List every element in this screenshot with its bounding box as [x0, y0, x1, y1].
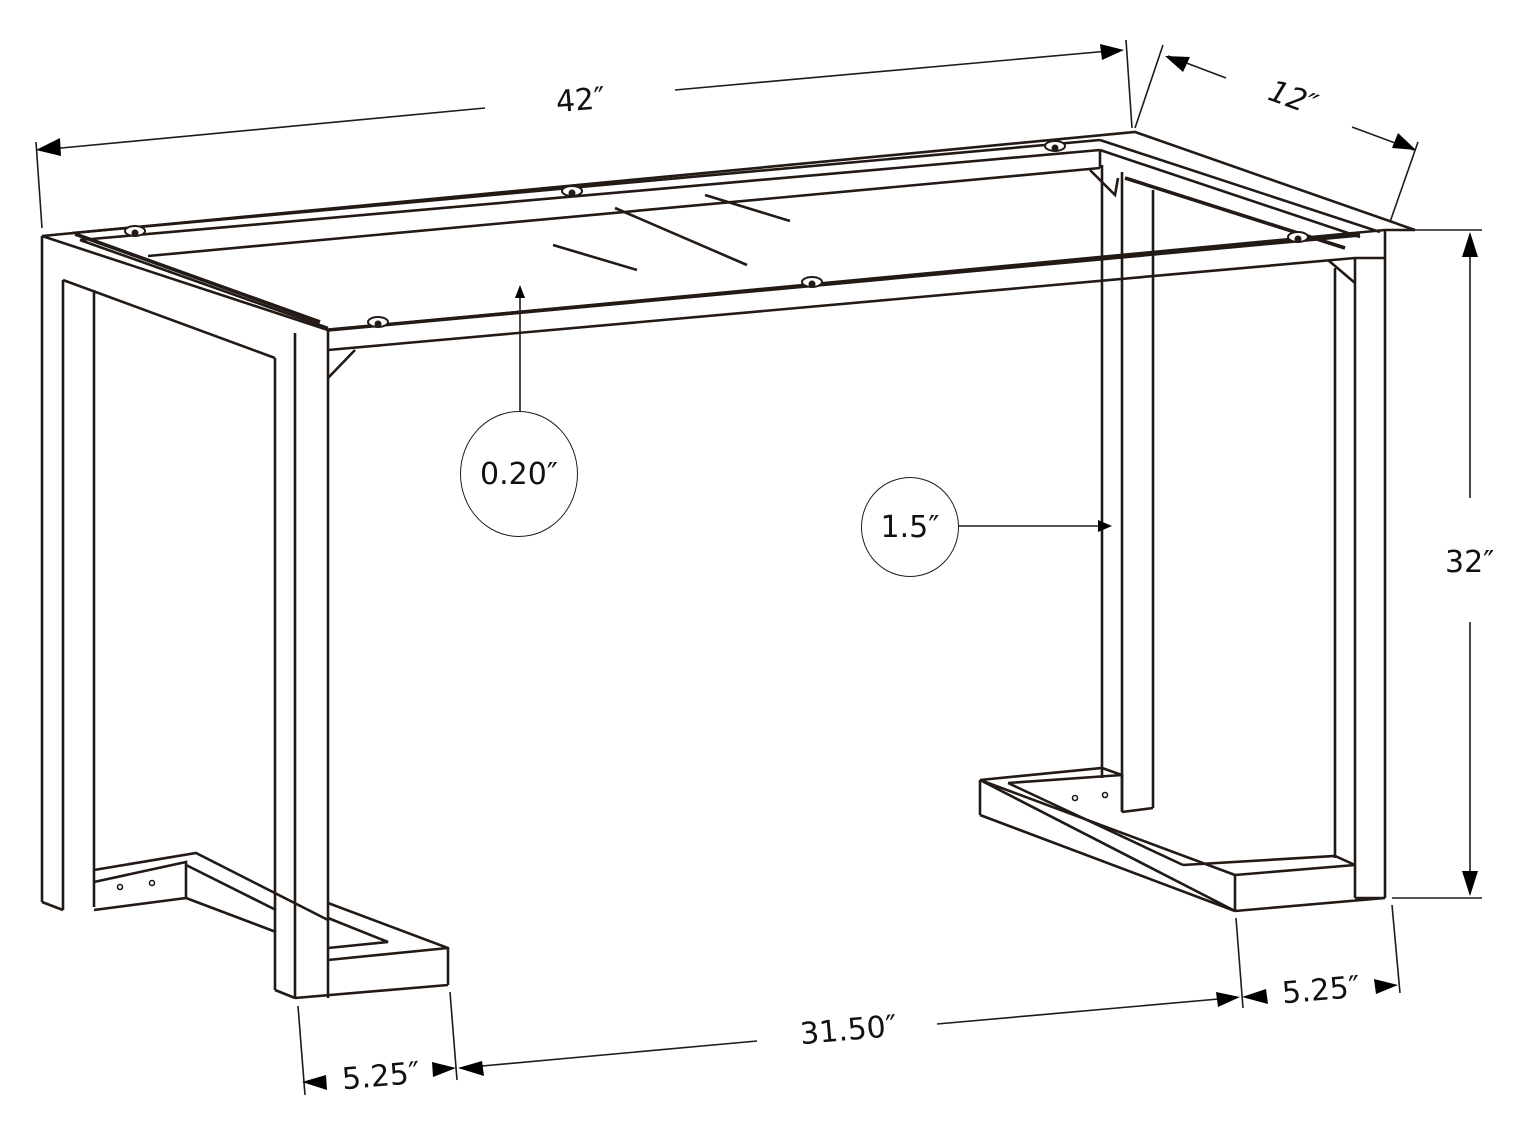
top-frame-back-edge: [41, 130, 1416, 238]
top-frame-bolts: [124, 140, 1309, 328]
callout-tube-width-bubble: 1.5″: [861, 477, 959, 577]
dimension-height-label: 32″: [1445, 545, 1495, 580]
callout-tube-width-label: 1.5″: [880, 509, 940, 545]
glass-surface-reflection: [552, 193, 791, 272]
callout-top-lip-bubble: 0.20″: [460, 411, 578, 537]
desk-frame: [40, 130, 1416, 1000]
dimension-right-foot-label: 5.25″: [1280, 969, 1362, 1012]
dimension-left-foot-label: 5.25″: [340, 1055, 422, 1098]
dimension-arrowheads: [36, 44, 1478, 1090]
dimension-inner-span-label: 31.50″: [798, 1008, 899, 1053]
dimension-lines: [35, 39, 1482, 1096]
dimension-width-label: 42″: [554, 80, 607, 121]
callout-top-lip-label: 0.20″: [479, 456, 558, 492]
